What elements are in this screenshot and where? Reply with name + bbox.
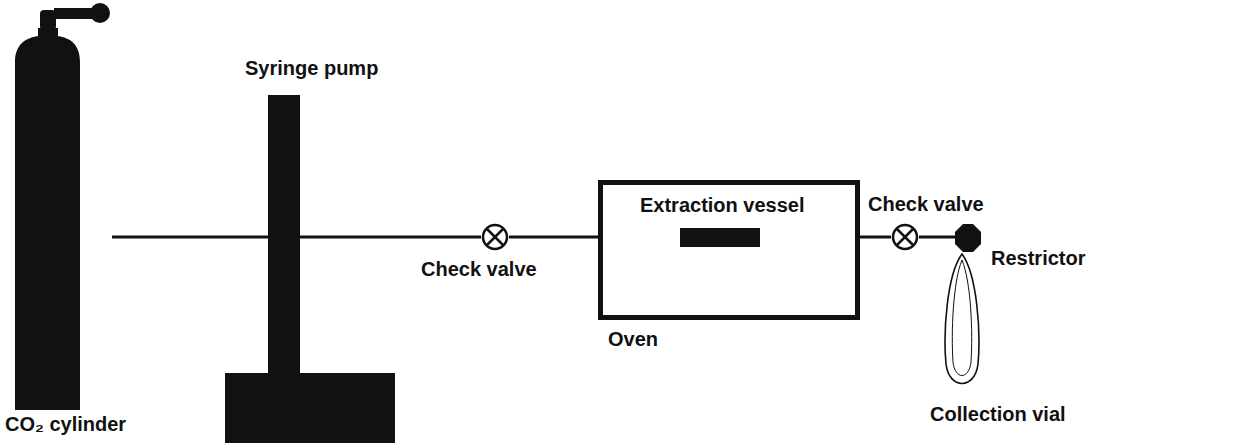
vial-outline [945,254,979,384]
extraction-vessel: Extraction vessel [680,228,760,247]
part-label: Extraction vessel [640,194,805,217]
gas-cylinder: CO₂ cylinder [12,2,112,412]
valve-circle [893,225,917,249]
valve-cross [487,229,504,246]
pump-base [225,373,395,443]
syringe-pump: Syringe pump [268,95,300,375]
cylinder-stem [54,8,92,19]
part-label: Oven [608,328,658,351]
part-label: Collection vial [930,403,1066,426]
cylinder-body [15,28,80,410]
restrictor-body [955,224,981,252]
part-label: CO₂ cylinder [5,413,126,436]
cylinder-knob [90,3,110,23]
valve-shape [481,223,509,251]
valve-circle [483,225,507,249]
restrictor: Restrictor [955,224,981,252]
valve-cross [897,229,914,246]
part-label: Syringe pump [245,57,378,80]
part-label: Check valve [421,258,537,281]
check-valve: Check valve [481,223,509,251]
part-label: Restrictor [991,247,1085,270]
check-valve: Check valve [891,223,919,251]
restrictor-shape [955,224,981,252]
part-label: Check valve [868,193,984,216]
cylinder-shape [12,2,112,412]
tube-line [300,236,481,239]
collection-vial: Collection vial [941,252,983,390]
cylinder-valve [40,10,56,30]
vial-inner [952,260,971,376]
tube-line [112,236,268,239]
oven-box: OvenExtraction vessel [598,180,860,320]
valve-shape [891,223,919,251]
vial-shape [941,252,983,390]
tube-line [919,236,955,239]
